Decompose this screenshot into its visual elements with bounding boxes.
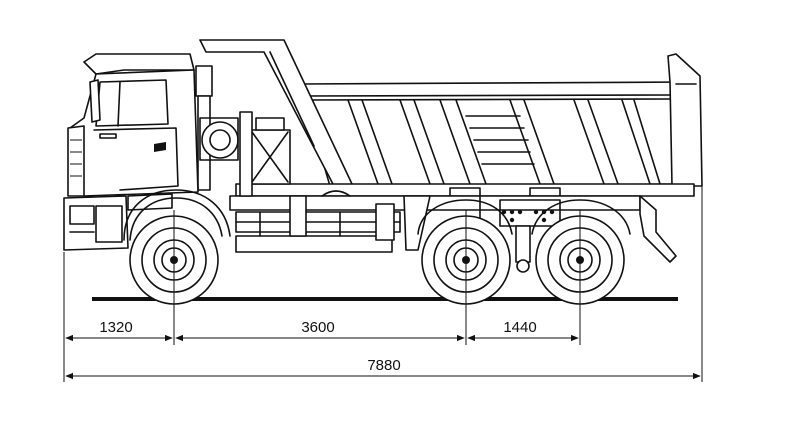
cab bbox=[63, 53, 231, 251]
dimension-rear-axle-spacing: 1440 bbox=[467, 319, 579, 342]
dimension-front-overhang: 1320 bbox=[65, 319, 173, 342]
dimension-label-wheelbase: 3600 bbox=[301, 319, 334, 336]
dump-body bbox=[199, 39, 703, 197]
dimension-label-overall-length: 7880 bbox=[367, 357, 400, 374]
rear-fender-rear bbox=[531, 199, 631, 235]
grille bbox=[67, 125, 85, 197]
dimension-label-rear-axle-spacing: 1440 bbox=[503, 319, 536, 336]
dimension-wheelbase: 3600 bbox=[175, 319, 465, 342]
front-fender bbox=[123, 189, 231, 241]
body-ribs bbox=[347, 99, 661, 185]
chassis-frame bbox=[229, 190, 677, 273]
rear-fender-middle bbox=[417, 199, 513, 235]
engine-area bbox=[195, 65, 291, 197]
mirror bbox=[89, 79, 101, 123]
extension-lines bbox=[63, 186, 703, 382]
dimension-label-front-overhang: 1320 bbox=[99, 319, 132, 336]
dimension-overall-length: 7880 bbox=[65, 357, 701, 380]
cab-window bbox=[95, 79, 169, 127]
tailgate bbox=[667, 53, 703, 187]
bolt-details bbox=[501, 209, 555, 223]
